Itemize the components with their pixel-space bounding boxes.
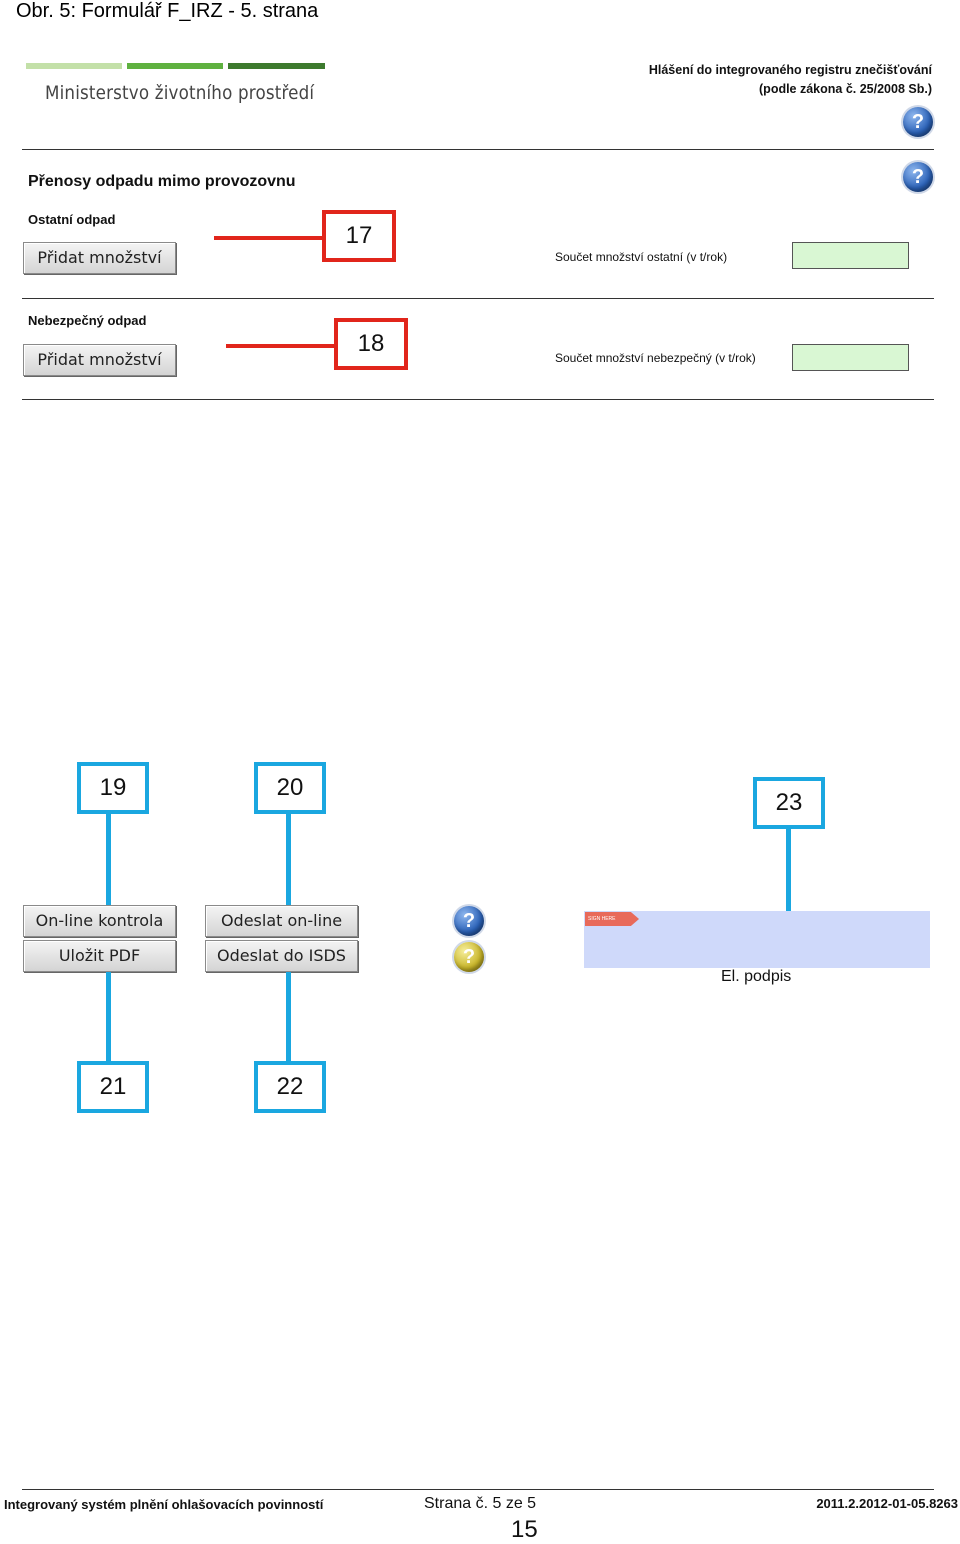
footer-page-info: Strana č. 5 ze 5	[424, 1495, 537, 1512]
callout-line-20	[286, 814, 291, 906]
help-icon-actions[interactable]: ?	[454, 906, 484, 936]
section-title: Přenosy odpadu mimo provozovnu	[28, 173, 296, 190]
save-pdf-button[interactable]: Uložit PDF	[23, 940, 176, 972]
callout-line-23	[786, 829, 791, 913]
callout-19: 19	[77, 762, 149, 814]
other-waste-sum-field[interactable]	[792, 242, 909, 269]
help-icon-header[interactable]: ?	[903, 107, 933, 137]
divider-middle	[22, 298, 934, 299]
info-icon-actions[interactable]: ?	[454, 942, 484, 972]
callout-line-19	[106, 814, 111, 906]
send-online-button[interactable]: Odeslat on-line	[205, 905, 358, 937]
callout-17: 17	[322, 210, 396, 262]
footer-system-name: Integrovaný systém plnění ohlašovacích p…	[4, 1497, 324, 1512]
brand-bar-mid	[127, 63, 223, 69]
hazardous-waste-label: Nebezpečný odpad	[28, 313, 147, 328]
online-check-button[interactable]: On-line kontrola	[23, 905, 176, 937]
ministry-logo-text: Ministerstvo životního prostředí	[45, 82, 315, 104]
report-title-line1: Hlášení do integrovaného registru znečiš…	[648, 63, 932, 77]
footer-version: 2011.2.2012-01-05.8263	[816, 1496, 958, 1511]
callout-22: 22	[254, 1061, 326, 1113]
report-title: Hlášení do integrovaného registru znečiš…	[649, 61, 932, 99]
signature-label: El. podpis	[721, 968, 792, 985]
sign-here-tag: SIGN HERE	[585, 912, 639, 926]
signature-field[interactable]	[584, 911, 930, 968]
report-title-line2: (podle zákona č. 25/2008 Sb.)	[759, 82, 932, 96]
send-isds-button[interactable]: Odeslat do ISDS	[205, 940, 358, 972]
callout-line-22	[286, 972, 291, 1062]
page-number: 15	[511, 1516, 538, 1543]
callout-20: 20	[254, 762, 326, 814]
brand-bar-dark	[228, 63, 325, 69]
add-other-waste-button[interactable]: Přidat množství	[23, 242, 176, 274]
add-hazardous-waste-button[interactable]: Přidat množství	[23, 344, 176, 376]
figure-caption: Obr. 5: Formulář F_IRZ - 5. strana	[16, 0, 319, 22]
divider-top	[22, 149, 934, 150]
callout-23: 23	[753, 777, 825, 829]
other-waste-label: Ostatní odpad	[28, 212, 116, 227]
hazardous-waste-sum-label: Součet množství nebezpečný (v t/rok)	[555, 351, 756, 365]
footer-divider	[22, 1489, 934, 1490]
callout-21: 21	[77, 1061, 149, 1113]
callout-18: 18	[334, 318, 408, 370]
other-waste-sum-label: Součet množství ostatní (v t/rok)	[555, 250, 728, 264]
brand-bar-light	[26, 63, 122, 69]
divider-bottom	[22, 399, 934, 400]
callout-line-18	[226, 344, 336, 348]
callout-line-17	[214, 236, 324, 240]
hazardous-waste-sum-field[interactable]	[792, 344, 909, 371]
help-icon-section[interactable]: ?	[903, 162, 933, 192]
callout-line-21	[106, 972, 111, 1062]
